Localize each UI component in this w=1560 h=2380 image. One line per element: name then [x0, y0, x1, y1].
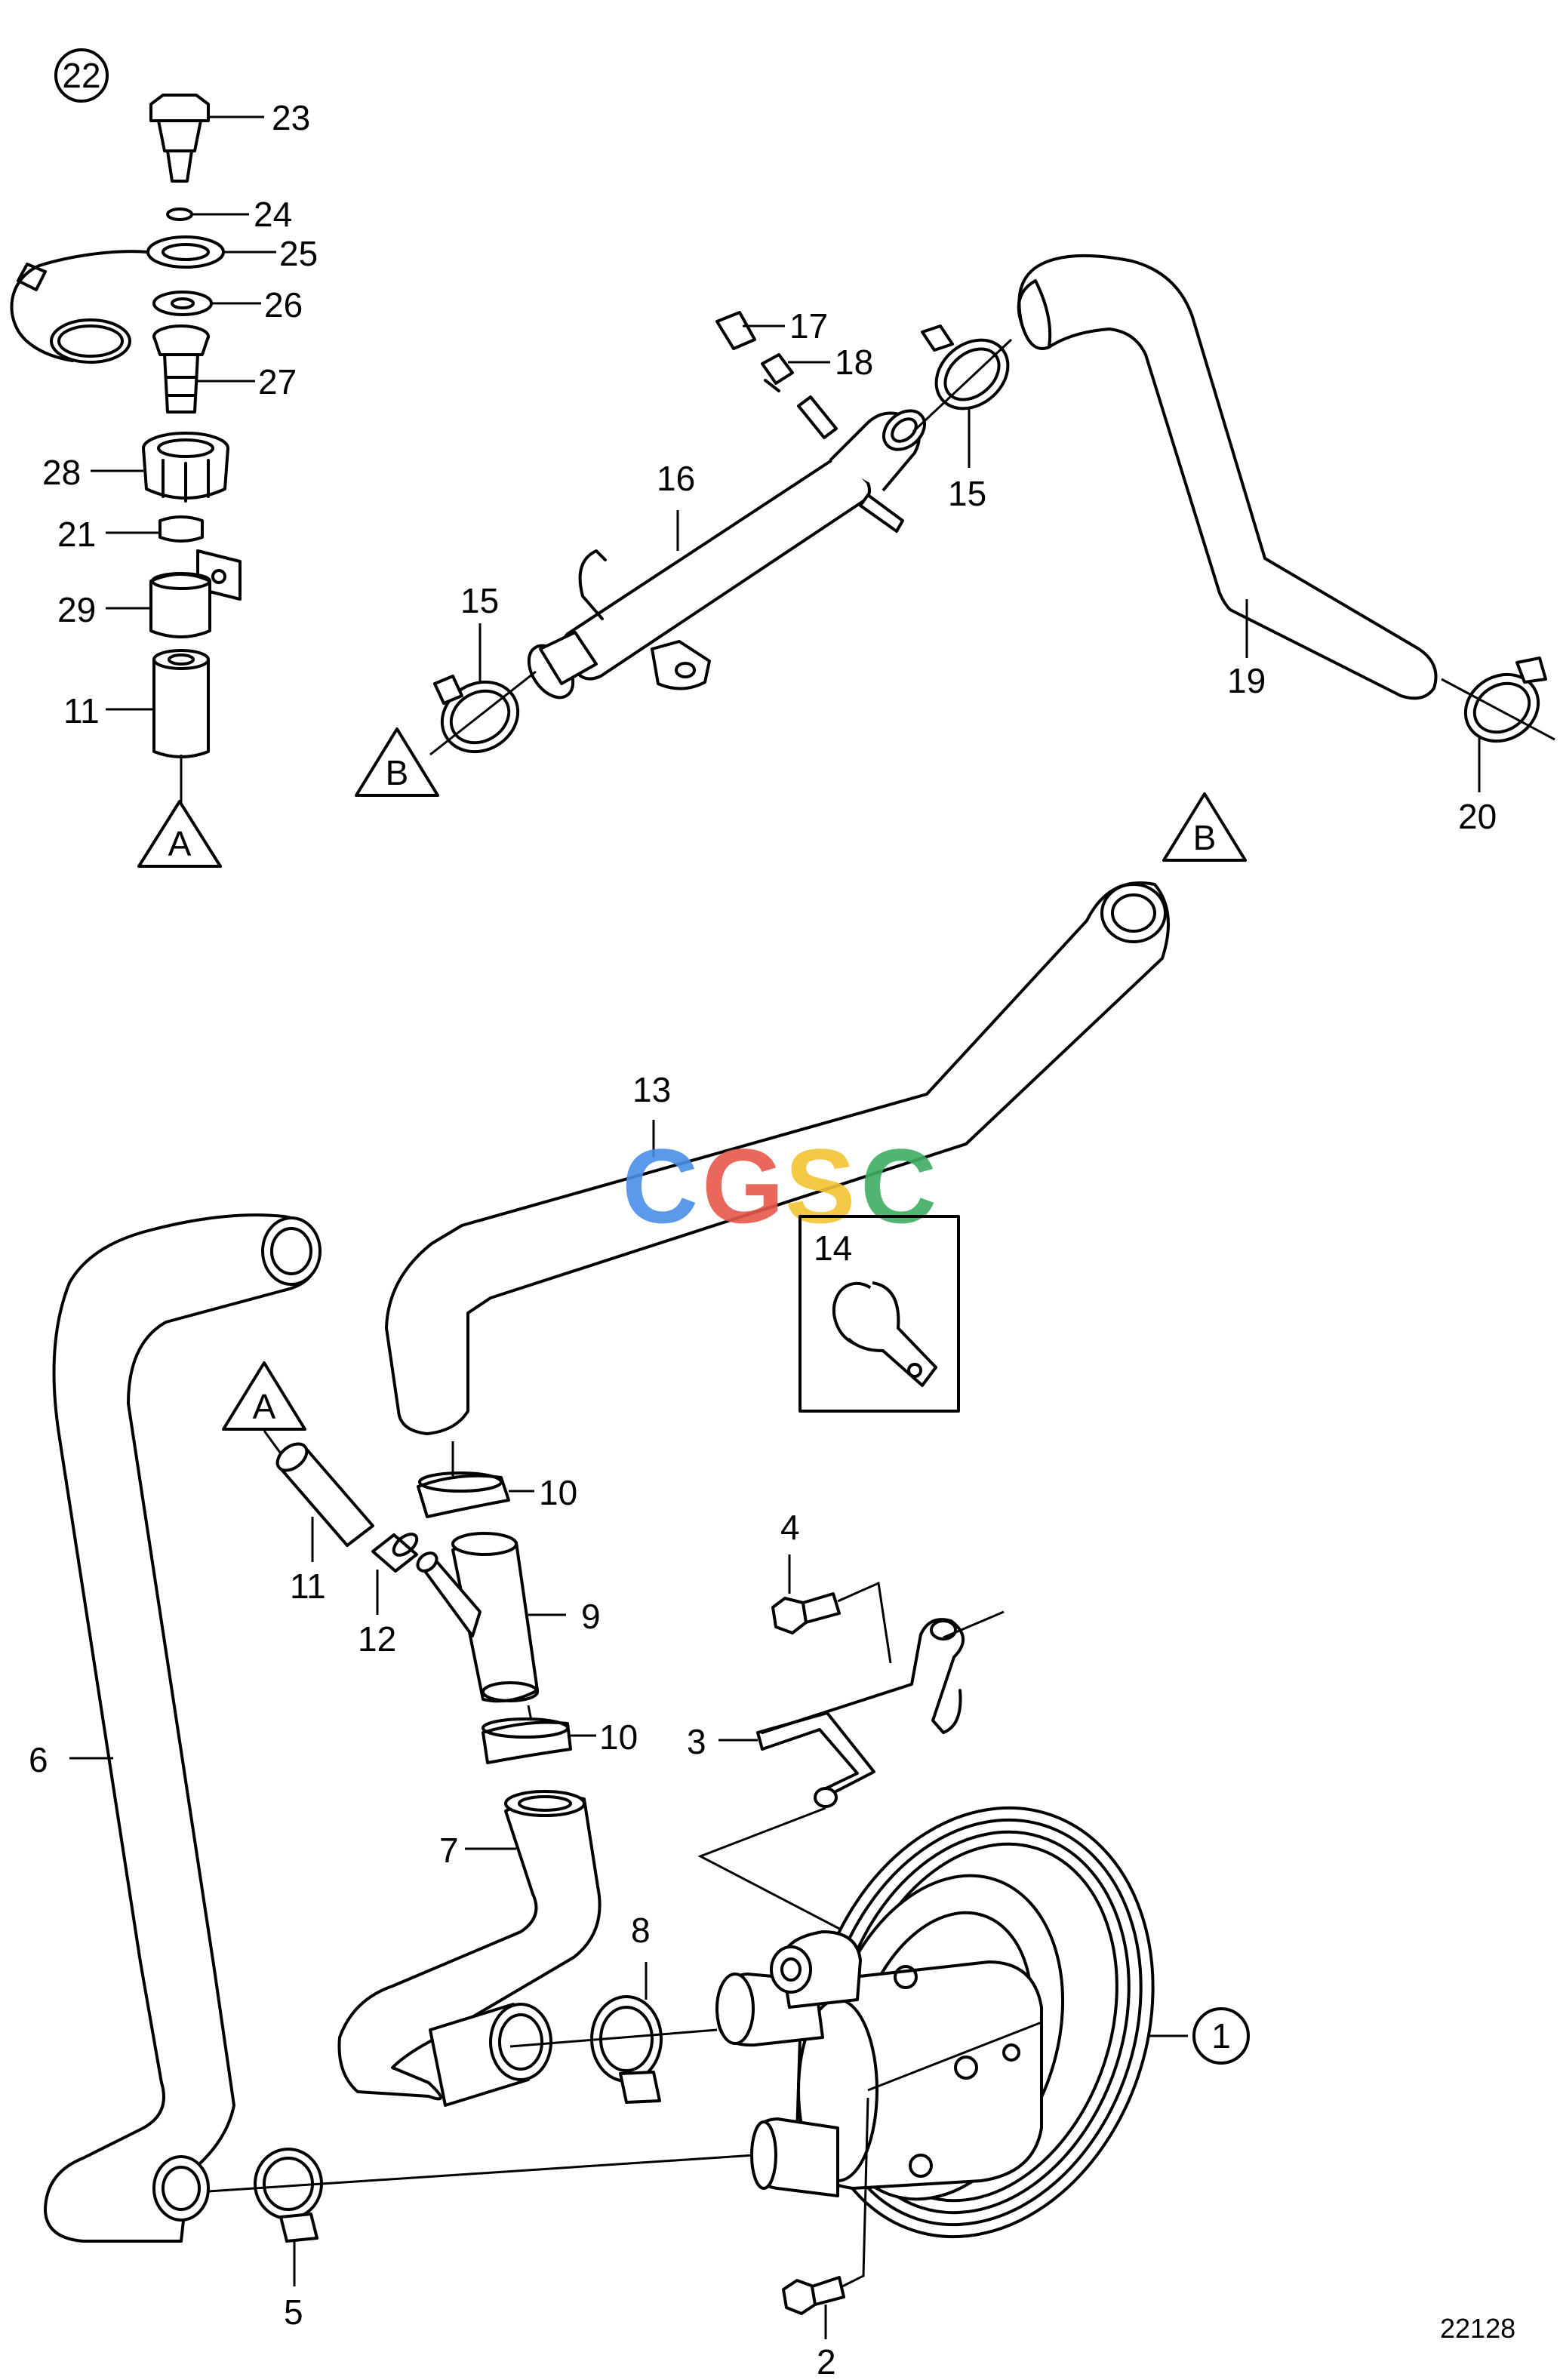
label-13: 13	[632, 1070, 671, 1109]
part-25-lock-ring: 25	[10, 234, 318, 364]
connector-b-right: B	[1162, 792, 1247, 862]
part-27-nipple: 27	[152, 324, 297, 414]
label-2: 2	[817, 2342, 836, 2380]
part-19-hose: 19	[1017, 254, 1438, 700]
part-17-plug: 17	[715, 306, 828, 350]
connector-b-left: B	[355, 727, 439, 797]
label-18: 18	[835, 343, 873, 382]
part-28-nut: 28	[42, 432, 229, 503]
label-17: 17	[789, 306, 828, 346]
label-19: 19	[1227, 661, 1266, 700]
part-10-sleeve-upper: 10	[417, 1471, 577, 1518]
part-7-hose: 7	[337, 1790, 602, 2107]
svg-text:B: B	[1193, 818, 1217, 857]
label-12: 12	[358, 1619, 396, 1659]
part-2-bolt: 2	[782, 2097, 869, 2380]
part-14-p-clip	[832, 1281, 937, 1387]
part-8-clamp: 8	[509, 1911, 718, 2104]
drawing-code: 22128	[1440, 2313, 1515, 2344]
label-24: 24	[254, 195, 292, 234]
part-12-sleeve: 12	[358, 1533, 419, 1659]
label-28: 28	[42, 453, 81, 492]
part-11-hose-top: 11	[63, 649, 210, 807]
callout-circle-22	[54, 48, 109, 103]
part-16-pipe-assembly: 16	[527, 395, 926, 700]
svg-text:A: A	[253, 1387, 276, 1426]
label-20: 20	[1458, 797, 1497, 836]
leader-3-to-pump	[697, 1807, 846, 1933]
inset-box-14: 14	[798, 1215, 960, 1413]
label-27: 27	[258, 362, 297, 401]
part-5-clamp: 5	[208, 2148, 755, 2332]
callout-circle-1	[1192, 2007, 1250, 2065]
watermark-logo: C G S C	[622, 1127, 937, 1245]
label-7: 7	[439, 1831, 459, 1870]
label-25: 25	[279, 234, 318, 273]
label-8: 8	[631, 1911, 651, 1950]
label-11-top: 11	[63, 691, 100, 730]
part-10-sleeve-lower: 10	[482, 1717, 638, 1764]
part-18-fitting: 18	[761, 343, 873, 392]
label-16: 16	[657, 459, 695, 498]
part-4-bolt: 4	[771, 1508, 892, 1664]
label-6: 6	[29, 1740, 48, 1779]
part-13-hose: 13	[385, 881, 1170, 1435]
part-15-clamp-lower: 15	[429, 581, 537, 756]
label-1: 1	[1211, 2016, 1231, 2056]
part-24-o-ring: 24	[166, 195, 292, 234]
label-4: 4	[780, 1508, 800, 1547]
watermark-letter-g: G	[702, 1127, 784, 1245]
svg-text:B: B	[386, 753, 409, 792]
watermark-letter-c1: C	[622, 1127, 698, 1245]
label-5: 5	[284, 2292, 303, 2332]
part-9-t-pipe: 9	[416, 1532, 601, 1703]
part-20-clamp: 20	[1441, 656, 1555, 836]
label-10-lower: 10	[599, 1717, 638, 1757]
label-15-upper: 15	[948, 474, 986, 513]
part-22-assembly: 22 23 24 25	[10, 48, 318, 868]
label-14: 14	[814, 1228, 852, 1268]
label-23: 23	[272, 98, 310, 137]
part-23-plug: 23	[149, 94, 310, 183]
label-29: 29	[57, 590, 96, 629]
part-1-water-pump: 1	[715, 1806, 1250, 2239]
part-21-clamp: 21	[57, 515, 204, 554]
label-15-lower: 15	[460, 581, 499, 620]
part-3-pipe: 3	[687, 1610, 1005, 1808]
part-29-clip: 29	[57, 549, 242, 638]
label-21: 21	[57, 515, 96, 554]
part-11-hose-mid: 11	[275, 1442, 374, 1606]
label-26: 26	[264, 285, 303, 324]
label-10-upper: 10	[539, 1473, 577, 1512]
connector-a-top: A	[137, 800, 222, 868]
label-11-mid: 11	[290, 1567, 326, 1606]
watermark-letter-s: S	[785, 1127, 855, 1245]
part-15-clamp-upper: 15	[912, 324, 1013, 513]
label-9: 9	[581, 1597, 601, 1636]
centerline-mid	[527, 1705, 533, 1721]
part-26-washer: 26	[152, 285, 303, 324]
svg-text:A: A	[168, 824, 192, 863]
label-22: 22	[62, 56, 100, 95]
part-6-hose: 6	[29, 1213, 322, 2243]
label-3: 3	[687, 1722, 706, 1761]
watermark-letter-c2: C	[860, 1127, 937, 1245]
